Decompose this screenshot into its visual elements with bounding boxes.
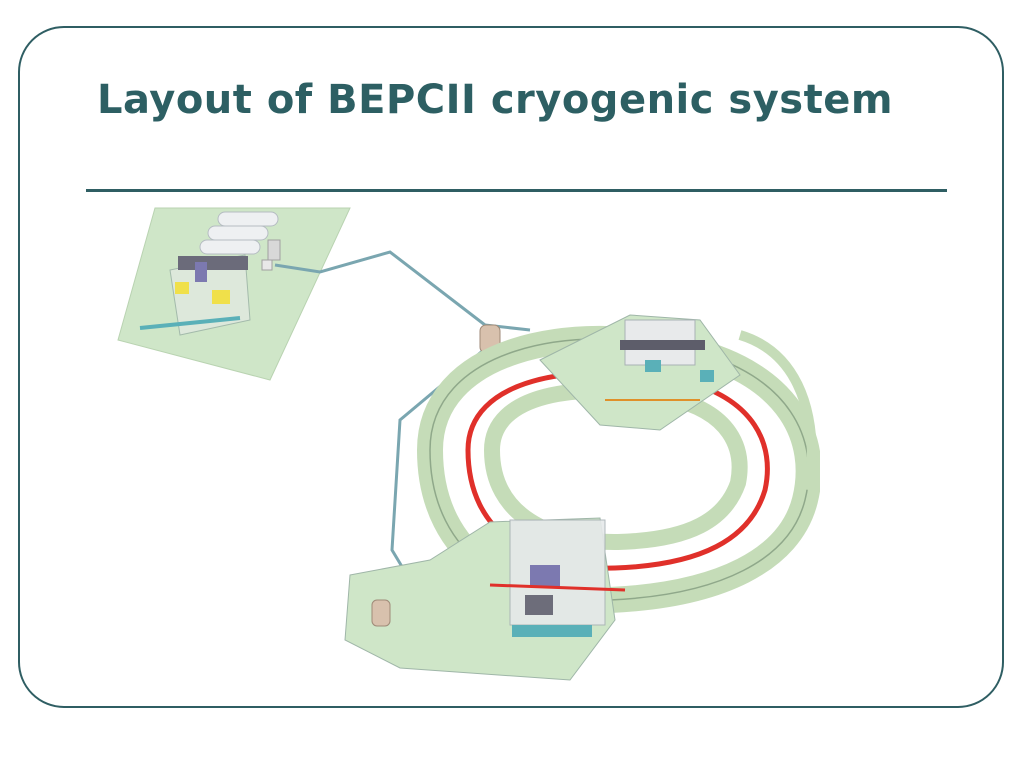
slide-title: Layout of BEPCII cryogenic system bbox=[97, 77, 894, 123]
title-underline bbox=[86, 189, 947, 192]
north-ir-hall bbox=[539, 314, 741, 431]
south-ir-hall bbox=[344, 517, 626, 681]
cryogenic-layout-diagram bbox=[117, 207, 820, 681]
outer-wall bbox=[738, 330, 817, 491]
compressor-hall bbox=[117, 207, 351, 381]
dewar-icon-south bbox=[371, 599, 391, 627]
